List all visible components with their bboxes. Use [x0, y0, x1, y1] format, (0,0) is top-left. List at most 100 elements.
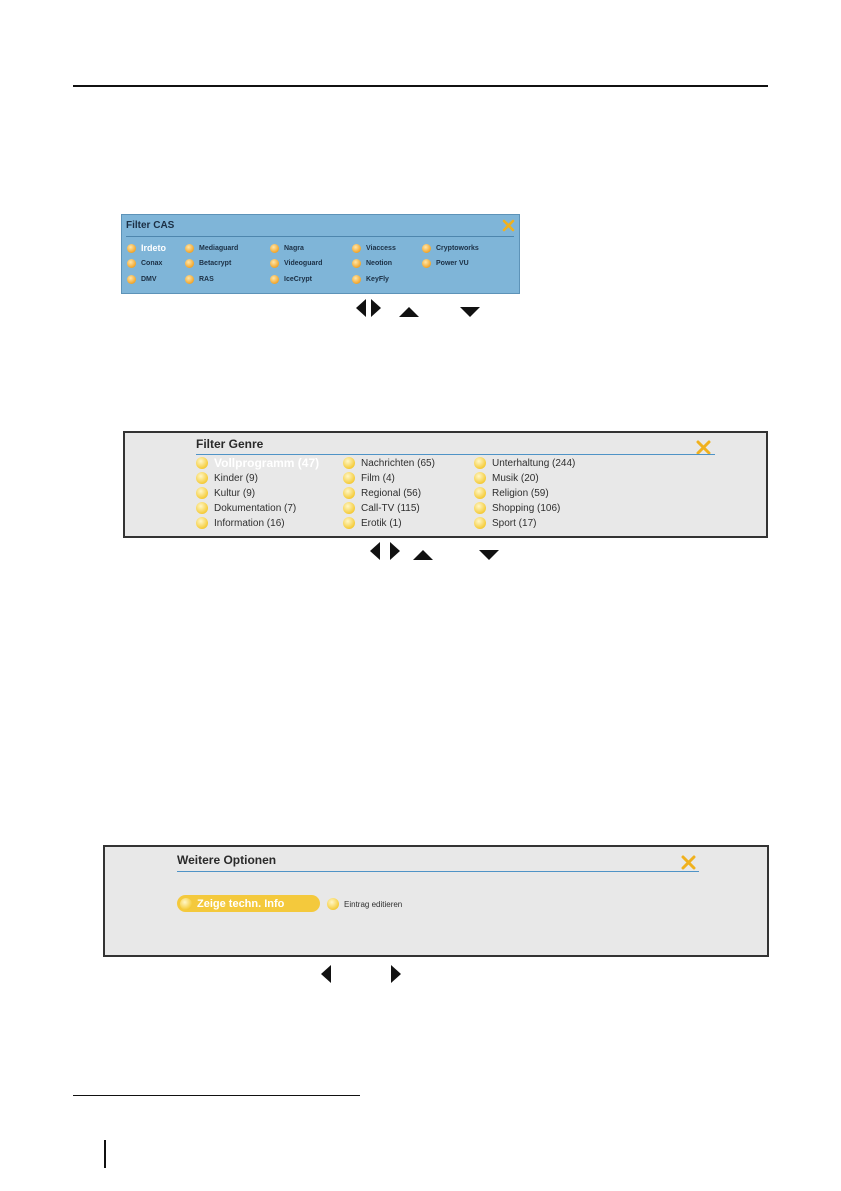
cas-option-icecrypt[interactable]: IceCrypt	[270, 273, 312, 285]
cas-option-conax[interactable]: Conax	[127, 257, 162, 269]
genre-option-regional[interactable]: Regional (56)	[343, 486, 421, 500]
bullet-dot-icon	[180, 897, 192, 910]
genre-option-kinder[interactable]: Kinder (9)	[196, 471, 258, 485]
genre-option-unterhaltung[interactable]: Unterhaltung (244)	[474, 456, 575, 470]
cas-option-mediaguard[interactable]: Mediaguard	[185, 242, 238, 254]
bullet-dot-icon	[270, 274, 279, 284]
cas-option-viaccess[interactable]: Viaccess	[352, 242, 396, 254]
genre-option-vollprogramm[interactable]: Vollprogramm (47)	[196, 456, 319, 470]
genre-option-label: Musik (20)	[492, 472, 539, 484]
genre-option-label: Erotik (1)	[361, 517, 402, 529]
bullet-dot-icon	[422, 258, 431, 268]
close-x-icon[interactable]	[681, 855, 696, 870]
filter-genre-divider	[196, 454, 715, 455]
bullet-dot-icon	[270, 258, 279, 268]
bullet-dot-icon	[270, 243, 279, 253]
genre-option-call-tv[interactable]: Call-TV (115)	[343, 501, 420, 515]
cas-option-label: Videoguard	[284, 259, 323, 267]
genre-option-label: Dokumentation (7)	[214, 502, 297, 514]
bullet-dot-icon	[196, 517, 208, 529]
genre-option-label: Information (16)	[214, 517, 285, 529]
options-arrow-keys	[320, 964, 410, 986]
bullet-dot-icon	[327, 898, 339, 910]
arrow-right-icon	[391, 965, 401, 983]
cas-arrow-keys	[355, 298, 495, 320]
cas-option-label: IceCrypt	[284, 275, 313, 283]
genre-option-label: Shopping (106)	[492, 502, 561, 514]
bullet-dot-icon	[352, 274, 361, 284]
bullet-dot-icon	[343, 487, 355, 499]
cas-option-label: Irdeto	[141, 243, 167, 253]
arrow-down-icon	[479, 550, 499, 560]
bullet-dot-icon	[196, 487, 208, 499]
arrow-up-icon	[399, 307, 419, 317]
bullet-dot-icon	[474, 472, 486, 484]
filter-genre-title: Filter Genre	[196, 437, 264, 451]
bullet-dot-icon	[127, 258, 136, 268]
genre-option-label: Unterhaltung (244)	[492, 457, 576, 469]
cas-option-dmv[interactable]: DMV	[127, 273, 157, 285]
arrow-up-icon	[413, 550, 433, 560]
genre-option-musik[interactable]: Musik (20)	[474, 471, 539, 485]
cas-option-label: Betacrypt	[199, 259, 232, 267]
cas-option-betacrypt[interactable]: Betacrypt	[185, 257, 231, 269]
cas-option-neotion[interactable]: Neotion	[352, 257, 392, 269]
edit-entry-label: Eintrag editieren	[344, 899, 403, 909]
close-x-icon[interactable]	[502, 219, 515, 232]
cas-option-label: RAS	[199, 275, 214, 283]
arrow-left-icon	[321, 965, 331, 983]
genre-option-dokumentation[interactable]: Dokumentation (7)	[196, 501, 296, 515]
bullet-dot-icon	[185, 258, 194, 268]
weitere-optionen-title: Weitere Optionen	[177, 853, 277, 867]
bullet-dot-icon	[196, 457, 208, 469]
genre-option-nachrichten[interactable]: Nachrichten (65)	[343, 456, 435, 470]
cas-option-keyfly[interactable]: KeyFly	[352, 273, 389, 285]
arrow-left-icon	[356, 299, 366, 317]
cas-option-videoguard[interactable]: Videoguard	[270, 257, 322, 269]
genre-option-label: Kinder (9)	[214, 472, 258, 484]
genre-option-label: Call-TV (115)	[361, 502, 420, 514]
cas-option-nagra[interactable]: Nagra	[270, 242, 304, 254]
bullet-dot-icon	[343, 472, 355, 484]
bullet-dot-icon	[474, 502, 486, 514]
bullet-dot-icon	[352, 258, 361, 268]
bullet-dot-icon	[185, 243, 194, 253]
show-tech-info-button[interactable]: Zeige techn. Info	[177, 895, 320, 912]
genre-option-religion[interactable]: Religion (59)	[474, 486, 549, 500]
close-x-icon[interactable]	[696, 440, 711, 455]
genre-option-label: Kultur (9)	[214, 487, 256, 499]
top-rule	[73, 85, 768, 87]
filter-cas-title: Filter CAS	[126, 220, 175, 231]
weitere-optionen-panel: Weitere Optionen Zeige techn. Info Eintr…	[103, 845, 769, 957]
cas-option-ras[interactable]: RAS	[185, 273, 214, 285]
bullet-dot-icon	[127, 243, 136, 253]
genre-option-label: Religion (59)	[492, 487, 549, 499]
genre-option-sport[interactable]: Sport (17)	[474, 516, 536, 530]
cas-option-cryptoworks[interactable]: Cryptoworks	[422, 242, 479, 254]
bullet-dot-icon	[343, 502, 355, 514]
genre-option-shopping[interactable]: Shopping (106)	[474, 501, 560, 515]
genre-option-label: Regional (56)	[361, 487, 422, 499]
footnote-rule	[73, 1095, 360, 1096]
bullet-dot-icon	[474, 487, 486, 499]
cas-option-irdeto[interactable]: Irdeto	[127, 242, 166, 254]
arrow-right-icon	[371, 299, 381, 317]
weitere-optionen-divider	[177, 871, 699, 872]
genre-option-erotik[interactable]: Erotik (1)	[343, 516, 402, 530]
genre-arrow-keys	[369, 541, 509, 563]
cas-option-label: KeyFly	[366, 275, 389, 283]
genre-option-film[interactable]: Film (4)	[343, 471, 395, 485]
bullet-dot-icon	[196, 502, 208, 514]
edit-entry-button[interactable]: Eintrag editieren	[327, 897, 402, 911]
filter-cas-divider	[126, 236, 514, 237]
bullet-dot-icon	[352, 243, 361, 253]
filter-genre-panel: Filter Genre Vollprogramm (47) Nachricht…	[123, 431, 768, 538]
cas-option-label: Viaccess	[366, 244, 396, 252]
show-tech-info-label: Zeige techn. Info	[197, 897, 285, 910]
genre-option-kultur[interactable]: Kultur (9)	[196, 486, 255, 500]
filter-cas-panel: Filter CAS Irdeto Mediaguard Nagra Viacc…	[121, 214, 520, 294]
arrow-right-icon	[390, 542, 400, 560]
genre-option-information[interactable]: Information (16)	[196, 516, 285, 530]
cas-option-power-vu[interactable]: Power VU	[422, 257, 469, 269]
genre-option-label: Sport (17)	[492, 517, 537, 529]
